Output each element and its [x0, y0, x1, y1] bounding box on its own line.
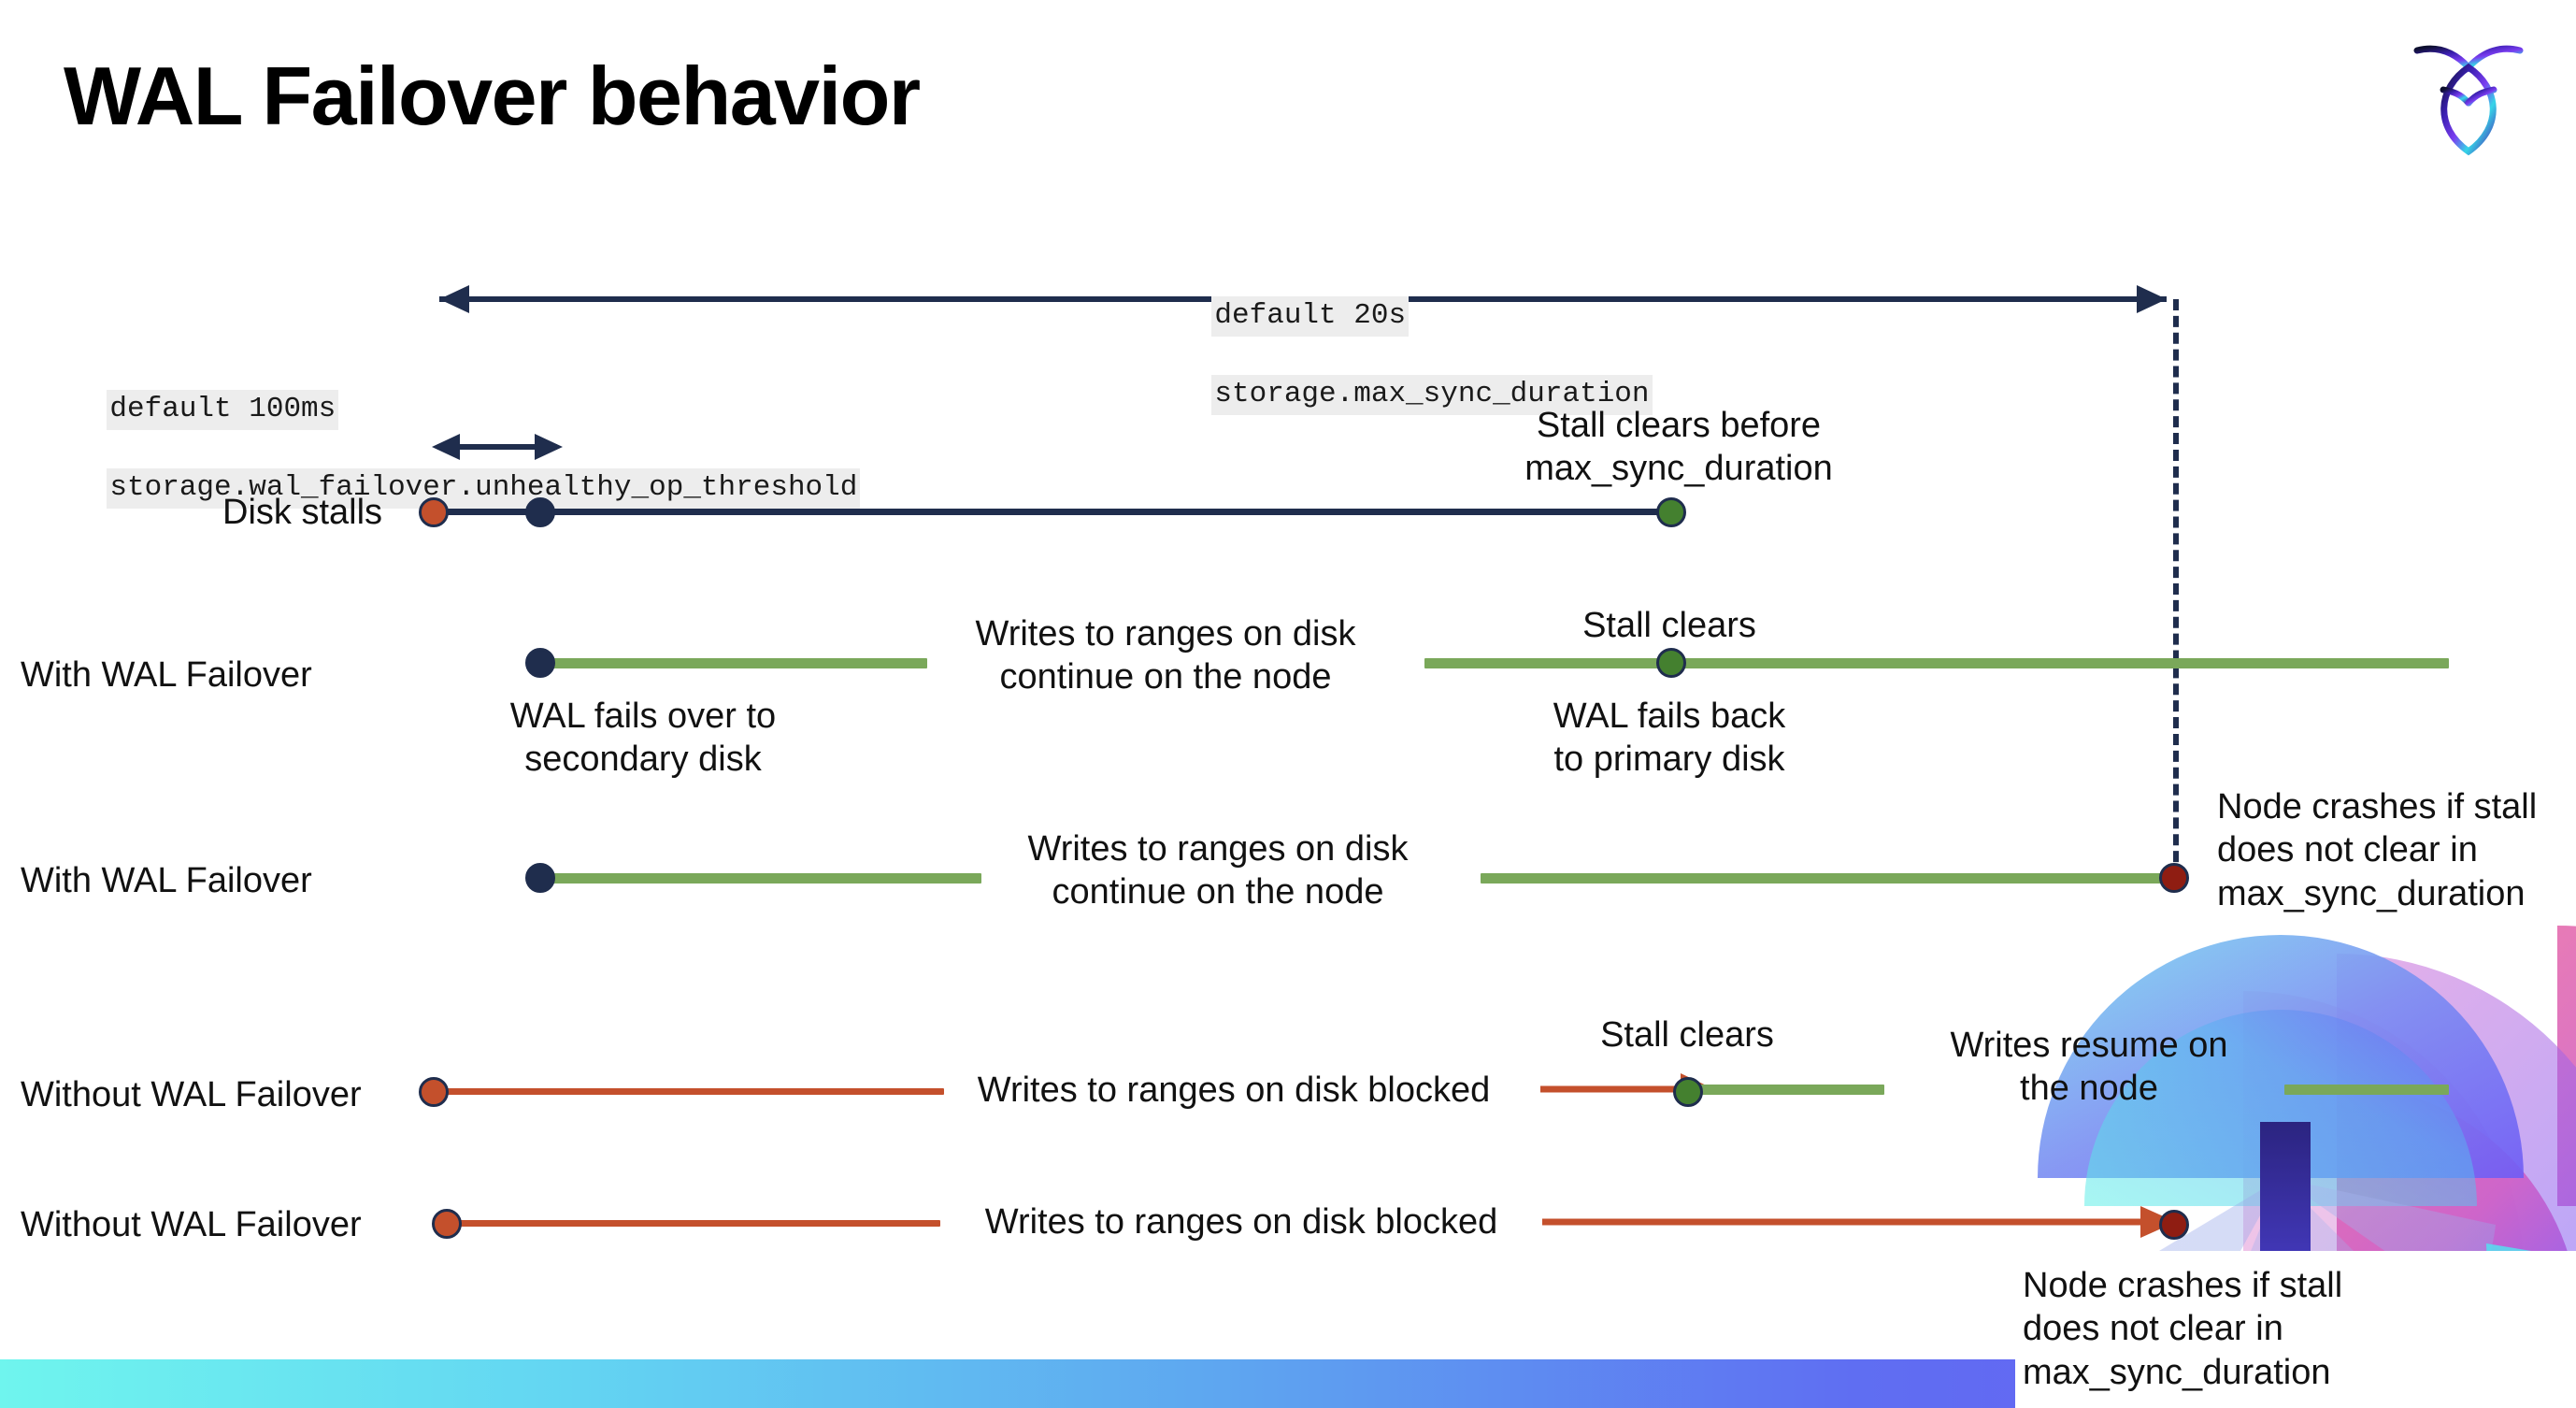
unhealthy-op-setting-label: storage.wal_failover.unhealthy_op_thresh… — [107, 467, 861, 509]
wal-failover-2-segment-right — [1481, 873, 2180, 884]
max-sync-duration-annotation: default 20s storage.max_sync_duration — [1142, 258, 1653, 453]
row-label-disk-stalls: Disk stalls — [222, 493, 383, 532]
without-wal-2-node-crash-dot — [2159, 1210, 2189, 1240]
wal-failover-1-segment-left — [542, 658, 927, 668]
max-sync-duration-dashed-guide — [2173, 299, 2179, 879]
note-writes-blocked-1: Writes to ranges on disk blocked — [977, 1070, 1491, 1110]
row-label-without-wal-failover-1: Without WAL Failover — [21, 1075, 362, 1114]
wal-failover-1-failover-dot — [525, 648, 555, 678]
without-wal-1-stall-clears-dot — [1673, 1077, 1703, 1107]
unhealthy-op-threshold-span-arrow — [432, 434, 563, 460]
without-wal-2-blocked-arrow — [1542, 1206, 2176, 1238]
unhealthy-op-threshold-annotation: default 100ms storage.wal_failover.unhea… — [37, 352, 861, 547]
disk-stall-detected-dot — [525, 497, 555, 527]
page-title: WAL Failover behavior — [64, 50, 921, 142]
unhealthy-op-default-label: default 100ms — [107, 389, 339, 430]
disk-stall-cleared-dot — [1656, 497, 1686, 527]
node-crash-callout-panel — [2015, 1251, 2576, 1408]
wal-failover-1-stall-clears-dot — [1656, 648, 1686, 678]
wal-failover-2-failover-dot — [525, 863, 555, 893]
note-writes-blocked-2: Writes to ranges on disk blocked — [984, 1202, 1498, 1242]
without-wal-1-resume-segment — [1694, 1085, 1884, 1095]
wal-failover-1-segment-right — [1424, 658, 2449, 668]
max-sync-setting-label: storage.max_sync_duration — [1211, 374, 1653, 415]
row-label-with-wal-failover-1: With WAL Failover — [21, 655, 312, 695]
wal-failover-2-node-crash-dot — [2159, 863, 2189, 893]
row-label-without-wal-failover-2: Without WAL Failover — [21, 1205, 362, 1244]
note-stall-clears-1: Stall clears — [1582, 606, 1756, 645]
without-wal-1-resume-segment-far — [2284, 1085, 2449, 1095]
cockroach-logo-icon — [2398, 26, 2539, 166]
max-sync-default-label: default 20s — [1211, 295, 1410, 337]
wal-failover-2-segment-left — [542, 873, 981, 884]
without-wal-2-blocked-left — [454, 1220, 940, 1227]
without-wal-1-blocked-left — [439, 1088, 944, 1095]
without-wal-2-stall-start-dot — [432, 1209, 462, 1239]
without-wal-1-stall-start-dot — [419, 1077, 449, 1107]
row-label-with-wal-failover-2: With WAL Failover — [21, 861, 312, 900]
disk-stall-start-dot — [419, 497, 449, 527]
disk-stalls-timeline — [425, 509, 1678, 515]
note-stall-clears-2: Stall clears — [1600, 1015, 1774, 1055]
